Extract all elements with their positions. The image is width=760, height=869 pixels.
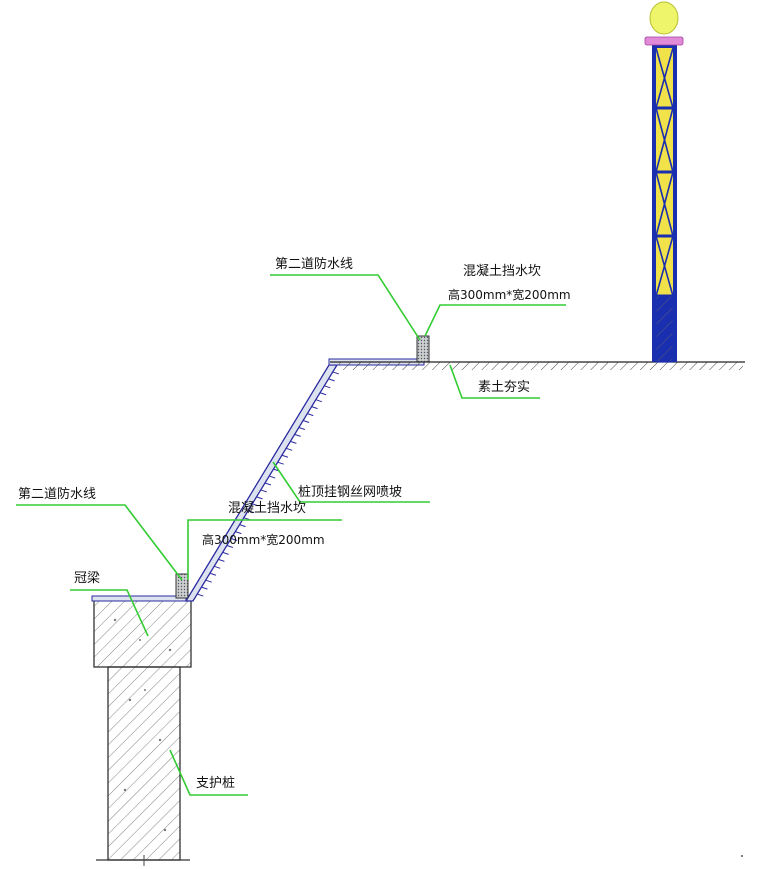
lamp-globe xyxy=(649,1,679,35)
retaining-curb-lower xyxy=(175,573,189,599)
retaining-curb-upper xyxy=(416,335,430,363)
label-slope-shotcrete: 桩顶挂钢丝网喷坡 xyxy=(298,485,402,500)
label-curb-size-lower: 高300mm*宽200mm xyxy=(202,532,325,547)
label-compacted-soil: 素土夯实 xyxy=(478,380,530,395)
crown-beam xyxy=(93,599,192,668)
label-waterproof-line-lower: 第二道防水线 xyxy=(18,486,96,502)
label-retaining-curb-lower: 混凝土挡水坎 xyxy=(228,500,306,516)
label-crown-beam: 冠梁 xyxy=(74,571,100,586)
leader-lines xyxy=(16,274,566,796)
label-retaining-curb-upper: 混凝土挡水坎 xyxy=(463,263,541,279)
lamp-base xyxy=(644,36,684,46)
stray-dot xyxy=(741,855,743,857)
label-waterproof-line-upper: 第二道防水线 xyxy=(275,256,353,272)
upper-ground xyxy=(330,361,745,370)
slope-shotcrete-layer xyxy=(91,358,425,602)
support-pile xyxy=(96,666,190,866)
lighting-tower xyxy=(652,45,677,363)
label-support-pile: 支护桩 xyxy=(196,776,235,791)
label-curb-size-upper: 高300mm*宽200mm xyxy=(448,287,571,302)
